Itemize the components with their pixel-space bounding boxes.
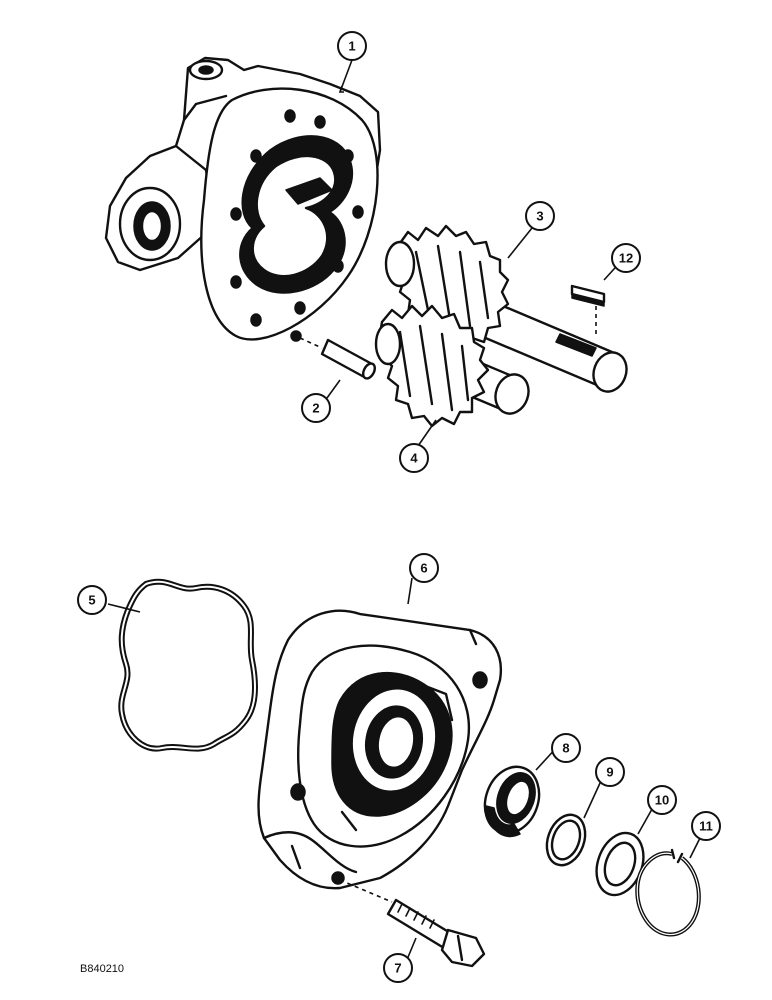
callout-label: 12 xyxy=(619,251,633,266)
drive-gear xyxy=(384,224,628,393)
flange-bolt-holes xyxy=(230,109,364,327)
callout-label: 3 xyxy=(536,209,543,224)
pump-cover xyxy=(257,609,503,890)
callout-12: 12 xyxy=(611,243,641,273)
capscrew xyxy=(339,879,486,968)
callout-label: 2 xyxy=(312,401,319,416)
callout-label: 6 xyxy=(420,561,427,576)
callout-label: 1 xyxy=(348,39,355,54)
callout-label: 11 xyxy=(699,819,713,834)
callout-9: 9 xyxy=(595,757,625,787)
callout-label: 10 xyxy=(655,793,669,808)
callout-8: 8 xyxy=(551,733,581,763)
shaft-seal xyxy=(483,765,541,838)
pump-body xyxy=(104,56,382,342)
o-ring-seal xyxy=(118,578,259,752)
callout-7: 7 xyxy=(383,953,413,983)
callout-1: 1 xyxy=(337,31,367,61)
driven-gear xyxy=(374,304,530,428)
dowel-pin xyxy=(299,337,376,380)
callout-5: 5 xyxy=(77,585,107,615)
callout-label: 8 xyxy=(562,741,569,756)
washer-small xyxy=(545,813,587,867)
callout-label: 4 xyxy=(410,451,418,466)
callout-2: 2 xyxy=(301,393,331,423)
figure-reference: B840210 xyxy=(80,963,124,975)
callout-label: 5 xyxy=(88,593,95,608)
callout-10: 10 xyxy=(647,785,677,815)
callout-11: 11 xyxy=(691,811,721,841)
callout-label: 9 xyxy=(606,765,613,780)
snap-ring xyxy=(635,848,701,937)
callout-4: 4 xyxy=(399,443,429,473)
washer-large xyxy=(595,831,645,897)
callout-label: 7 xyxy=(394,961,401,976)
callout-3: 3 xyxy=(525,201,555,231)
callout-6: 6 xyxy=(409,553,439,583)
shaft-key xyxy=(570,284,606,336)
